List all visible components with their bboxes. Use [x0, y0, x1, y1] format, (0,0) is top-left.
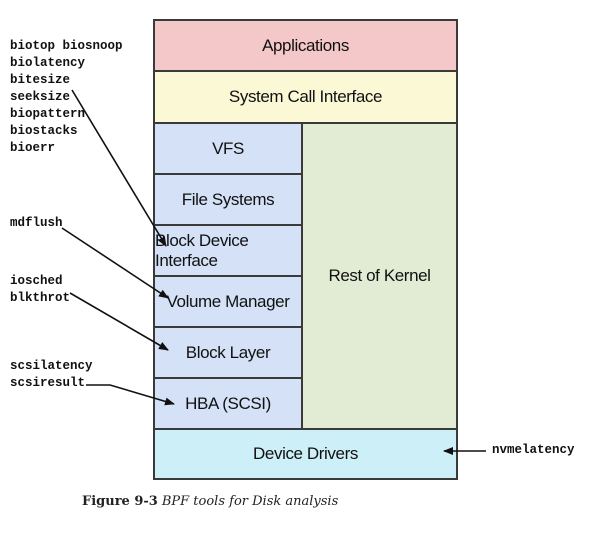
- tool-biostacks: biostacks: [10, 124, 78, 138]
- applications-layer: Applications: [153, 19, 458, 72]
- arrow-iosched-to-block-layer: [69, 292, 169, 351]
- tool-bioerr: bioerr: [10, 141, 56, 155]
- volume-manager-layer: Volume Manager: [153, 275, 303, 328]
- arrow-mdflush-to-volume-manager: [61, 227, 169, 299]
- arrow-bio-tools-to-block-device: [71, 89, 167, 247]
- tool-scsilatency: scsilatency: [10, 359, 93, 373]
- tool-biolatency: biolatency: [10, 56, 86, 70]
- figure-caption-text: BPF tools for Disk analysis: [161, 494, 339, 509]
- figure-label: Figure 9-3: [82, 494, 158, 509]
- tool-mdflush: mdflush: [10, 216, 63, 230]
- device-drivers-layer: Device Drivers: [153, 428, 458, 480]
- tool-blkthrot: blkthrot: [10, 291, 71, 305]
- tool-seeksize: seeksize: [10, 90, 71, 104]
- tool-bitesize: bitesize: [10, 73, 71, 87]
- rest-of-kernel-layer: Rest of Kernel: [301, 122, 458, 430]
- block-device-interface-layer: Block Device Interface: [153, 224, 303, 277]
- file-systems-layer: File Systems: [153, 173, 303, 226]
- arrow-scsi-tools-to-hba: [86, 384, 175, 406]
- tool-scsiresult: scsiresult: [10, 376, 86, 390]
- tool-iosched: iosched: [10, 274, 63, 288]
- tool-biotop-biosnoop: biotop biosnoop: [10, 39, 123, 53]
- tool-nvmelatency: nvmelatency: [492, 443, 575, 457]
- tool-biopattern: biopattern: [10, 107, 86, 121]
